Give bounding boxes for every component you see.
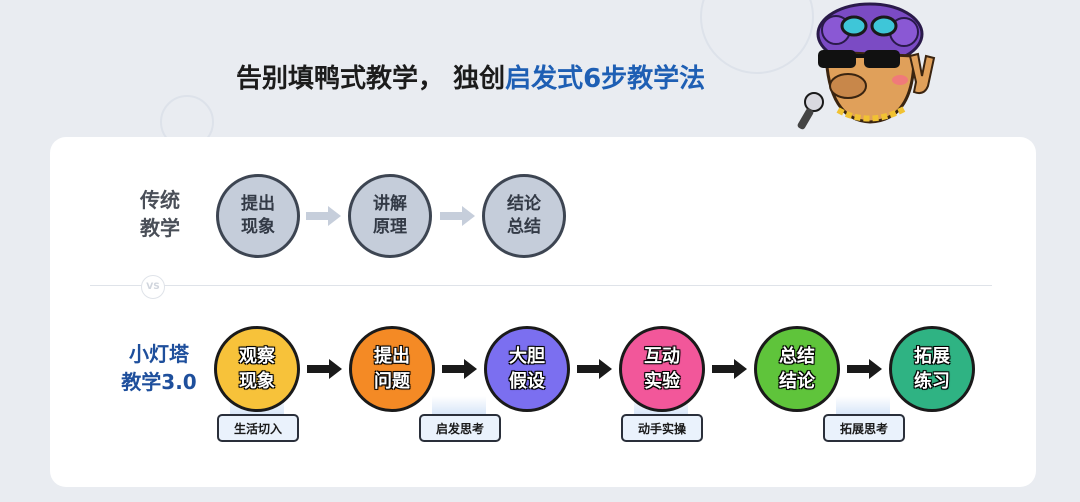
arrow-right-icon bbox=[306, 206, 341, 226]
traditional-label-line2: 教学 bbox=[140, 216, 180, 240]
step-text-line2: 实验 bbox=[644, 371, 680, 392]
new-step-3: 大胆 假设 bbox=[484, 326, 570, 412]
tag-inspire-thinking: 启发思考 bbox=[419, 414, 501, 442]
new-step-4: 互动 实验 bbox=[619, 326, 705, 412]
step-text-line1: 结论 bbox=[507, 194, 541, 214]
step-text-line1: 拓展 bbox=[914, 346, 950, 367]
step-text-line2: 现象 bbox=[241, 217, 275, 237]
traditional-step-1: 提出 现象 bbox=[216, 174, 300, 258]
new-step-6: 拓展 练习 bbox=[889, 326, 975, 412]
traditional-label-line1: 传统 bbox=[140, 188, 180, 212]
arrow-right-icon bbox=[442, 359, 477, 379]
step-text-line2: 总结 bbox=[507, 217, 541, 237]
step-text-line2: 原理 bbox=[373, 217, 407, 237]
tag-connector bbox=[836, 396, 890, 418]
new-step-2: 提出 问题 bbox=[349, 326, 435, 412]
step-text-line1: 提出 bbox=[374, 346, 410, 367]
arrow-right-icon bbox=[847, 359, 882, 379]
step-text-line1: 观察 bbox=[239, 346, 275, 367]
capybara-mascot-icon bbox=[797, 2, 936, 130]
new-method-label: 小灯塔 教学3.0 bbox=[99, 340, 219, 396]
tag-hands-on: 动手实操 bbox=[621, 414, 703, 442]
new-step-1: 观察 现象 bbox=[214, 326, 300, 412]
traditional-step-2: 讲解 原理 bbox=[348, 174, 432, 258]
arrow-right-icon bbox=[307, 359, 342, 379]
tag-life-entry: 生活切入 bbox=[217, 414, 299, 442]
vs-badge: VS bbox=[141, 275, 165, 299]
arrow-right-icon bbox=[440, 206, 475, 226]
step-text-line1: 互动 bbox=[644, 346, 680, 367]
tag-extend-thinking: 拓展思考 bbox=[823, 414, 905, 442]
section-divider bbox=[90, 285, 992, 286]
traditional-step-3: 结论 总结 bbox=[482, 174, 566, 258]
step-text-line2: 练习 bbox=[914, 371, 950, 392]
new-method-label-line1: 小灯塔 bbox=[129, 342, 189, 366]
step-text-line1: 讲解 bbox=[373, 194, 407, 214]
step-text-line1: 提出 bbox=[241, 194, 275, 214]
new-step-5: 总结 结论 bbox=[754, 326, 840, 412]
step-text-line2: 现象 bbox=[239, 371, 275, 392]
arrow-right-icon bbox=[577, 359, 612, 379]
step-text-line1: 大胆 bbox=[509, 346, 545, 367]
tag-connector bbox=[432, 396, 486, 418]
title-part2: 独创 bbox=[453, 64, 506, 94]
step-text-line2: 假设 bbox=[509, 371, 545, 392]
step-text-line2: 结论 bbox=[779, 371, 815, 392]
step-text-line2: 问题 bbox=[374, 371, 410, 392]
page-title: 告别填鸭式教学， 独创启发式6步教学法 bbox=[236, 58, 705, 95]
title-part1: 告别填鸭式教学， bbox=[236, 64, 445, 94]
traditional-label: 传统 教学 bbox=[100, 186, 220, 242]
step-text-line1: 总结 bbox=[779, 346, 815, 367]
new-method-label-line2: 教学3.0 bbox=[121, 370, 197, 394]
title-highlight: 启发式6步教学法 bbox=[505, 64, 706, 94]
arrow-right-icon bbox=[712, 359, 747, 379]
